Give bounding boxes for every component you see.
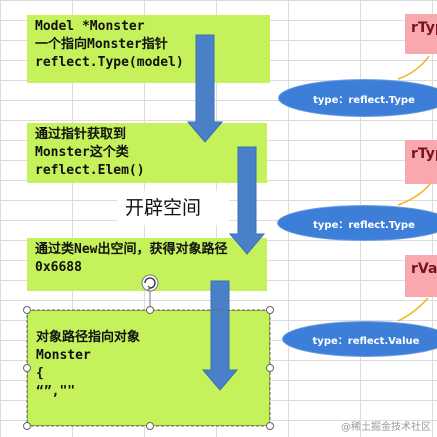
selection-frame [26, 309, 271, 427]
box-line: 通过指针获取到 [35, 127, 127, 142]
down-arrow-2 [228, 146, 266, 255]
box-line: “”,"" [36, 384, 76, 399]
box-line: 一个指向Monster指针 [35, 37, 168, 52]
alloc-space-label[interactable]: 开辟空间 [117, 191, 229, 225]
box-line: { [36, 366, 44, 381]
rotate-handle-icon [141, 274, 159, 292]
step-box-elem[interactable]: 通过指针获取到 Monster这个类 reflect.Elem() [27, 123, 267, 183]
connector-line-3 [397, 297, 429, 322]
watermark: @稀土掘金技术社区 [341, 422, 431, 433]
resize-handle-bottom-left[interactable] [23, 422, 31, 430]
box-line: Model *Monster [35, 19, 145, 34]
connector-line-2 [397, 183, 431, 206]
box-line: 通过类New出空间，获得对象路径 [35, 242, 228, 257]
connector-line-1 [397, 55, 430, 80]
box-line: 对象路径指向对象 [36, 330, 141, 345]
rtype-tag[interactable]: rTyp [405, 140, 437, 184]
type-ellipse[interactable]: type：reflect.Type [277, 205, 437, 241]
value-ellipse[interactable]: type：reflect.Value [282, 321, 437, 357]
box-line: 0x6688 [35, 260, 82, 275]
resize-handle-right[interactable] [266, 364, 274, 372]
rtype-tag[interactable]: rTyp [405, 14, 437, 54]
down-arrow-3 [201, 280, 239, 391]
resize-handle-top-left[interactable] [23, 306, 31, 314]
resize-handle-left[interactable] [23, 364, 31, 372]
type-ellipse[interactable]: type：reflect.Type [278, 79, 437, 117]
box-line: Monster这个类 [35, 145, 129, 160]
resize-handle-bottom-right[interactable] [266, 422, 274, 430]
box-line: reflect.Elem() [35, 163, 145, 178]
resize-handle-top-right[interactable] [266, 306, 274, 314]
box-line: Monster [36, 348, 91, 363]
rvalue-tag[interactable]: rVa [405, 255, 437, 297]
resize-handle-top[interactable] [146, 306, 154, 314]
down-arrow-1 [186, 34, 224, 143]
box-line: reflect.Type(model) [35, 55, 184, 70]
resize-handle-bottom[interactable] [146, 422, 154, 430]
step-box-model-pointer[interactable]: Model *Monster 一个指向Monster指针 reflect.Typ… [27, 15, 270, 83]
